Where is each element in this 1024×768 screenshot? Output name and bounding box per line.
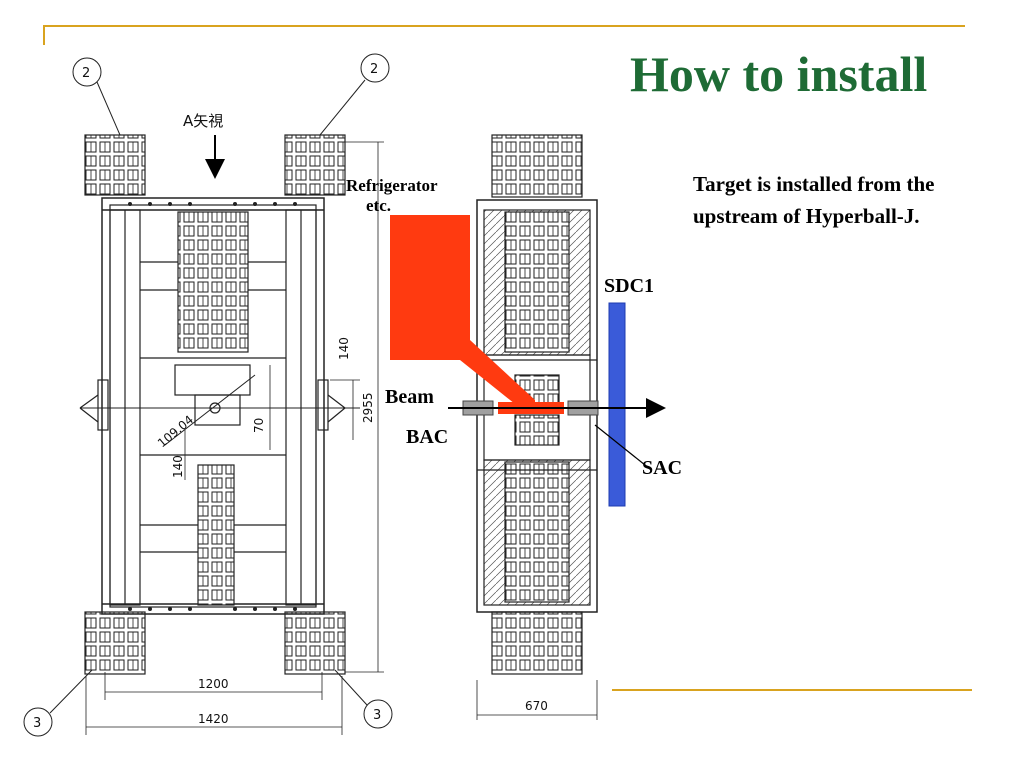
dim-2955: 2955 <box>361 392 375 423</box>
dim-140-upper: 140 <box>337 337 351 360</box>
side-bottom-unit <box>491 611 583 675</box>
sac-pointer <box>594 424 646 466</box>
bottom-right-unit <box>284 611 346 675</box>
slide-title: How to install <box>630 46 928 102</box>
slide-description: Target is installed from the upstream of… <box>693 172 935 228</box>
callout-3-left: 3 <box>33 716 41 731</box>
side-top-unit <box>491 134 583 198</box>
sac-label: SAC <box>642 457 683 479</box>
dim-140-lower: 140 <box>171 455 185 478</box>
callout-2-right: 2 <box>370 62 378 77</box>
left-rule-tick <box>43 25 45 45</box>
dim-109: 109.04 <box>155 413 196 451</box>
sdc1-chamber <box>608 302 626 507</box>
top-right-unit <box>284 134 346 196</box>
sdc1-label: SDC1 <box>604 275 655 297</box>
refrigerator-shape <box>390 215 535 412</box>
dimension-lines-left <box>85 141 384 735</box>
top-rule <box>43 25 965 27</box>
beam-label: Beam <box>385 386 434 408</box>
dim-670: 670 <box>525 699 548 713</box>
etc-label: etc. <box>366 196 392 215</box>
dim-1420: 1420 <box>198 712 229 726</box>
view-mark: A矢視 <box>183 112 223 130</box>
top-left-unit <box>84 134 146 196</box>
bottom-left-unit <box>84 611 146 675</box>
bac-label: BAC <box>406 426 449 448</box>
dimension-line-670 <box>476 680 598 720</box>
front-view-frame <box>79 134 360 675</box>
callouts <box>23 53 393 737</box>
dim-70: 70 <box>252 418 266 433</box>
side-view-frame <box>476 134 598 675</box>
bottom-rule <box>612 689 972 691</box>
callout-2-left: 2 <box>82 66 90 81</box>
callout-3-right: 3 <box>373 708 381 723</box>
dim-1200: 1200 <box>198 677 229 691</box>
refrigerator-label: Refrigerator <box>346 176 438 195</box>
